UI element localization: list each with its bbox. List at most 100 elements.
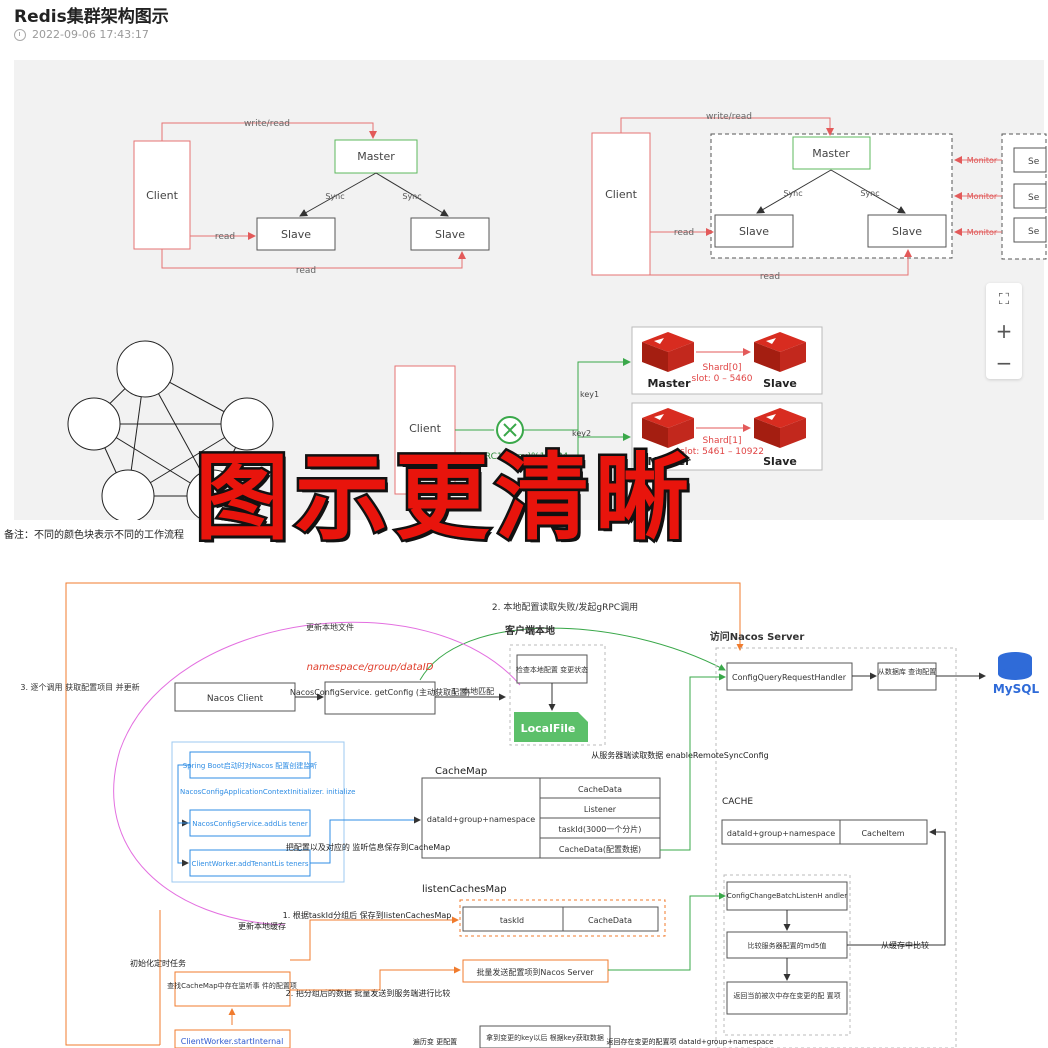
get-config-label: NacosConfigService. getConfig (主动获取配置) [290,687,470,697]
sentinel-box-1 [1013,147,1047,173]
traverse-label: 遍历变 更配置 [413,1037,457,1046]
shard1-slots: slot: 5461 – 10922 [680,447,764,457]
namespace-label: namespace/group/dataID [307,662,434,673]
return-server-label: 返回存在变更的配置项 dataId+group+namespace [607,1037,774,1046]
monitor-label-2: Monitor [967,192,998,201]
read-label-left: read [674,228,694,238]
client-label: Client [409,422,442,435]
mysql-icon [998,652,1032,680]
add-tenant-label: ClientWorker.addTenantLis teners [191,860,308,868]
page-title: Redis集群架构图示 [14,7,169,27]
master-box [792,136,871,170]
gossip-mesh [67,340,274,520]
shard0-name: Shard[0] [703,363,742,373]
write-read-label: write/read [244,119,290,129]
get-config-box [324,681,436,715]
sync-label-2: Sync [860,189,879,198]
update-cache-label: 更新本地缓存 [238,921,286,931]
sentinel-label-2: Se [1028,193,1040,203]
slave-box-1 [714,214,794,248]
redis-diagrams: Client Master Slave Slave write/read rea… [67,112,1047,520]
local-file-icon [514,712,588,742]
zoom-controls: ⛶ + − [986,283,1022,379]
batch-send-box [462,959,609,983]
write-read-label: write/read [706,112,752,122]
shard1-slave: Slave [763,455,797,468]
check-local-label: 检查本地配置 变更状态 [516,665,588,674]
compare-md5-label: 比较服务器配置的md5值 [748,941,827,950]
master-slave-diagram: Client Master Slave Slave write/read rea… [133,119,490,276]
cache-key: dataId+group+namespace [727,829,835,838]
sentinel-box-3 [1013,217,1047,243]
sentinel-label-1: Se [1028,157,1040,167]
cachemap-title: CacheMap [435,766,487,777]
master-label: Master [357,150,395,163]
add-listener-label: NacosConfigService.addLis tener [192,820,308,828]
shard1-master: Master [647,455,691,468]
cachemap-row-3: taskId(3000一个分片) [559,824,642,834]
find-listen-box [174,971,291,1007]
client-label: Client [605,188,638,201]
ctx-init-label: NacosConfigApplicationContextInitializer… [180,788,355,796]
zoom-in-button[interactable]: + [995,319,1013,343]
cachemap-key: dataId+group+namespace [427,815,535,824]
shard-save-label: 1. 根据taskId分组后 保存到listenCachesMap [283,910,452,920]
query-handler-box [726,662,853,691]
key1-label: key1 [580,390,599,399]
client-local-group [509,644,606,746]
from-cache-label: 从缓存中比较 [881,940,929,950]
get-changed-box [479,1025,611,1048]
shard1-name: Shard[1] [703,436,742,446]
listencaches-table [462,906,659,932]
sentinel-diagram: Client Master Slave Slave write/read rea… [591,112,1047,282]
step3-label: 3. 逐个调用 获取配置项目 并更新 [20,682,139,692]
timestamp-row: 2022-09-06 17:43:17 [14,28,149,41]
batch-listen-box [726,881,848,911]
batch-send-box-label: 批量发送配置项到Nacos Server [476,967,594,977]
save-cachemap-label: 把配置以及对应的 监听信息保存到CacheMap [286,842,450,852]
fit-screen-button[interactable]: ⛶ [998,290,1010,308]
cachemap-row-2: Listener [584,805,617,814]
monitor-label-3: Monitor [967,228,998,237]
node-circle-3 [220,397,274,451]
batch-send-label: 2. 把分组后的数据 批量发送到服务端进行比较 [286,988,451,998]
taskid-cell: taskId [500,916,524,925]
monitor-label-1: Monitor [967,156,998,165]
slave-label-1: Slave [739,225,769,238]
sync-label-1: Sync [783,189,802,198]
redis-logo-icon [642,408,694,448]
access-server-label: 访问Nacos Server [710,630,805,643]
cachemap-row-1: CacheData [578,785,622,794]
sync-label-2: Sync [402,192,421,201]
node-circle-4 [101,469,155,520]
node-circle-2 [67,397,121,451]
client-box [591,132,651,276]
springboot-group [171,741,345,883]
listencaches-title: listenCachesMap [422,884,507,895]
from-server-label: 从服务器端读取数据 enableRemoteSyncConfig [591,750,768,760]
return-changed-box [726,981,848,1015]
redis-logo-icon [754,332,806,372]
sentinel-box-2 [1013,183,1047,209]
overlay-headline: 图示更清晰 [192,444,696,553]
slave-label-2: Slave [435,228,465,241]
sync-label-1: Sync [325,192,344,201]
slave-label-2: Slave [892,225,922,238]
redis-logo-icon [754,408,806,448]
return-changed-label: 返回当前被次中存在变更的配 置项 [733,991,840,1000]
add-listener-box [189,809,311,837]
slave-box-2 [867,214,947,248]
client-box [133,140,191,250]
check-local-box [516,654,588,684]
shard0-slave: Slave [763,377,797,390]
zoom-out-button[interactable]: − [995,351,1013,375]
clock-icon [14,28,26,41]
query-handler-label: ConfigQueryRequestHandler [732,673,847,682]
init-task-label: 初始化定时任务 [130,958,186,968]
read-label-bottom: read [296,266,316,276]
cachedata-cell: CacheData [588,916,632,925]
server-group [715,647,957,1048]
start-internal-box [174,1029,291,1048]
timestamp: 2022-09-06 17:43:17 [32,28,149,41]
update-local-file-label: 更新本地文件 [306,622,354,632]
